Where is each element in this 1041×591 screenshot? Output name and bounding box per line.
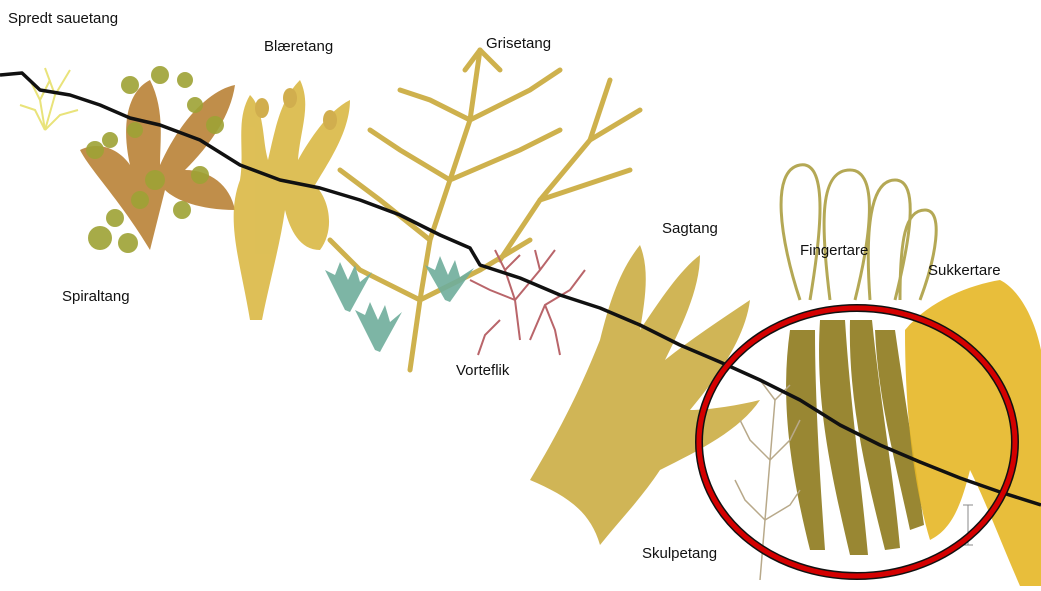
label-spiraltang: Spiraltang xyxy=(62,288,130,305)
label-grisetang: Grisetang xyxy=(486,35,551,52)
label-skulpetang: Skulpetang xyxy=(642,545,717,562)
sagtang-illustration xyxy=(530,245,760,545)
label-vorteflik: Vorteflik xyxy=(456,362,509,379)
label-spredt-sauetang: Spredt sauetang xyxy=(8,10,118,27)
sukkertare-illustration xyxy=(905,280,1041,586)
label-blaeretang: Blæretang xyxy=(264,38,333,55)
label-fingertare: Fingertare xyxy=(800,242,868,259)
spiraltang-illustration xyxy=(80,66,235,253)
label-sagtang: Sagtang xyxy=(662,220,718,237)
label-sukkertare: Sukkertare xyxy=(928,262,1001,279)
green-algae-illustration xyxy=(325,256,474,352)
